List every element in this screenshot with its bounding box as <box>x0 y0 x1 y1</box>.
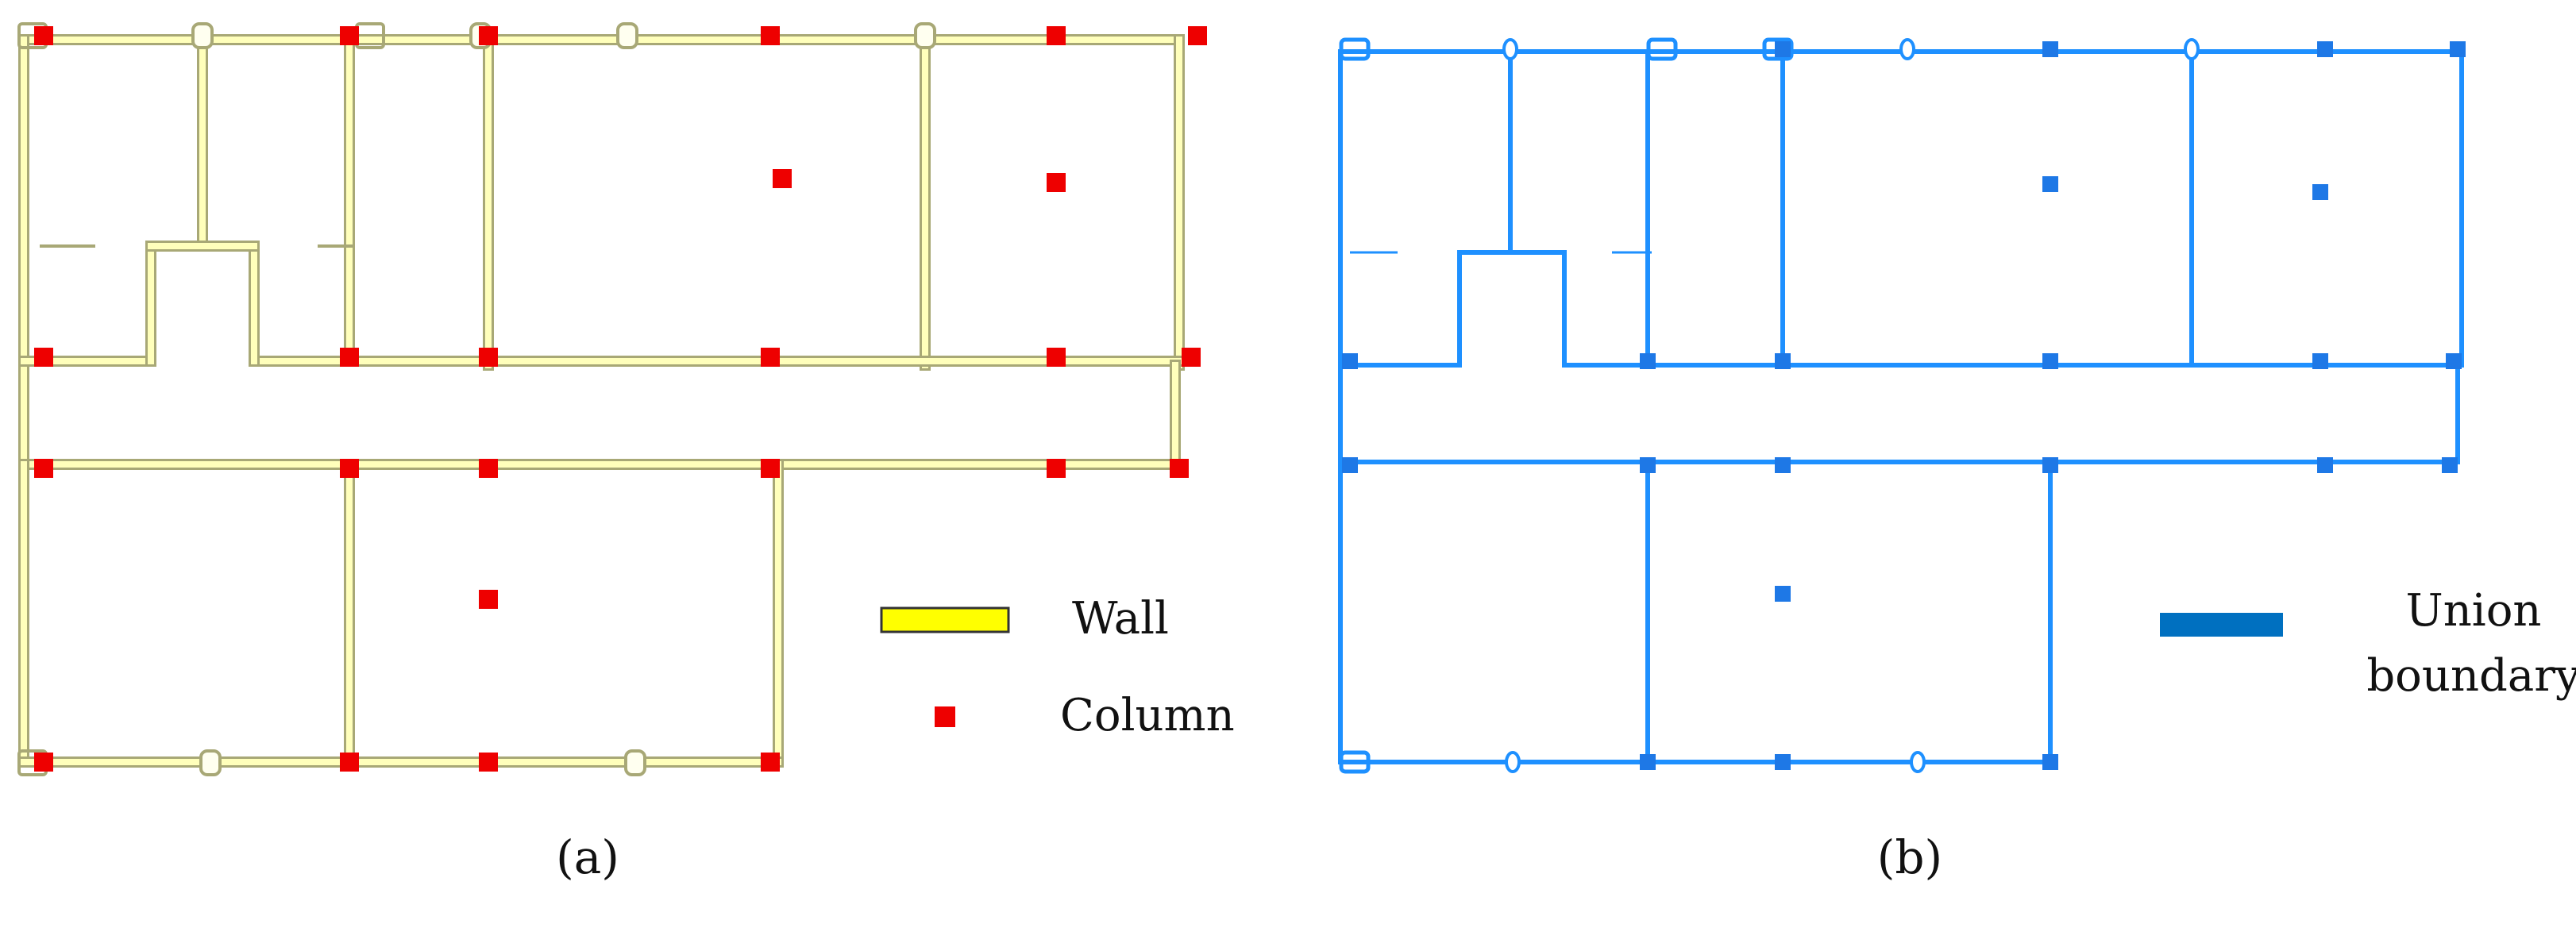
column-marker <box>1170 459 1189 478</box>
legend-a: Wall Column <box>880 593 1235 741</box>
column-marker <box>1342 353 1358 369</box>
column-marker <box>479 590 498 609</box>
column-marker <box>761 459 780 478</box>
opening-mark <box>624 749 646 776</box>
opening-mark <box>914 22 936 49</box>
column-marker <box>761 753 780 772</box>
column-marker <box>479 753 498 772</box>
column-marker <box>340 753 359 772</box>
opening-mark <box>2184 38 2200 60</box>
column-marker <box>1047 26 1066 45</box>
caption-a: (a) <box>556 830 619 884</box>
column-marker <box>1775 754 1791 770</box>
legend-boundary-label: boundary <box>2366 650 2576 702</box>
floor-plan-walls-a <box>18 34 1185 768</box>
opening-mark <box>616 22 638 49</box>
panel-b: Union boundary (b) <box>1338 37 2576 884</box>
column-marker <box>479 348 498 367</box>
opening-mark <box>1505 751 1521 773</box>
column-marker <box>1640 353 1656 369</box>
columns-b <box>1342 41 2466 770</box>
union-boundary-lines-b <box>1338 49 2464 764</box>
column-marker <box>2042 353 2058 369</box>
column-marker <box>340 348 359 367</box>
corner-bracket <box>1762 37 1794 61</box>
column-marker <box>34 753 53 772</box>
corner-bracket <box>1339 750 1371 774</box>
union-openings-b <box>1339 37 2200 774</box>
column-marker <box>1775 457 1791 473</box>
column-marker <box>1640 754 1656 770</box>
column-marker <box>761 348 780 367</box>
column-marker <box>1775 586 1791 602</box>
panel-a: Wall Column (a) <box>17 22 1235 884</box>
column-marker <box>1775 353 1791 369</box>
column-marker <box>2042 754 2058 770</box>
column-marker <box>2042 176 2058 192</box>
legend-wall-swatch <box>880 606 1010 633</box>
column-marker <box>1188 26 1207 45</box>
opening-mark <box>1899 38 1915 60</box>
column-marker <box>2442 457 2458 473</box>
column-marker <box>340 459 359 478</box>
caption-b: (b) <box>1877 830 1942 884</box>
column-marker <box>2317 41 2333 57</box>
column-marker <box>773 169 792 188</box>
column-marker <box>1775 41 1791 57</box>
opening-mark <box>1502 38 1518 60</box>
column-marker <box>1640 457 1656 473</box>
opening-mark <box>199 749 222 776</box>
opening-mark <box>191 22 214 49</box>
column-marker <box>34 26 53 45</box>
column-marker <box>761 26 780 45</box>
column-marker <box>479 459 498 478</box>
column-marker <box>1047 348 1066 367</box>
column-marker <box>340 26 359 45</box>
corner-bracket <box>1646 37 1678 61</box>
legend-column-swatch <box>935 706 955 727</box>
columns-a <box>34 26 1207 772</box>
legend-b: Union boundary <box>2160 585 2576 702</box>
opening-mark <box>1910 751 1926 773</box>
column-marker <box>34 459 53 478</box>
column-marker <box>479 26 498 45</box>
column-marker <box>2042 41 2058 57</box>
legend-union-swatch <box>2160 613 2283 637</box>
column-marker <box>1182 348 1201 367</box>
legend-wall-label: Wall <box>1072 593 1169 645</box>
column-marker <box>2317 457 2333 473</box>
wall-openings-a <box>17 22 936 776</box>
column-marker <box>2042 457 2058 473</box>
column-marker <box>2312 184 2328 200</box>
corner-bracket <box>1339 37 1371 61</box>
column-marker <box>2446 353 2462 369</box>
column-marker <box>1047 173 1066 192</box>
column-marker <box>1047 459 1066 478</box>
column-marker <box>1342 457 1358 473</box>
column-marker <box>2450 41 2466 57</box>
column-marker <box>2312 353 2328 369</box>
legend-union-label: Union <box>2406 585 2542 637</box>
column-marker <box>34 348 53 367</box>
legend-column-label: Column <box>1060 690 1235 741</box>
